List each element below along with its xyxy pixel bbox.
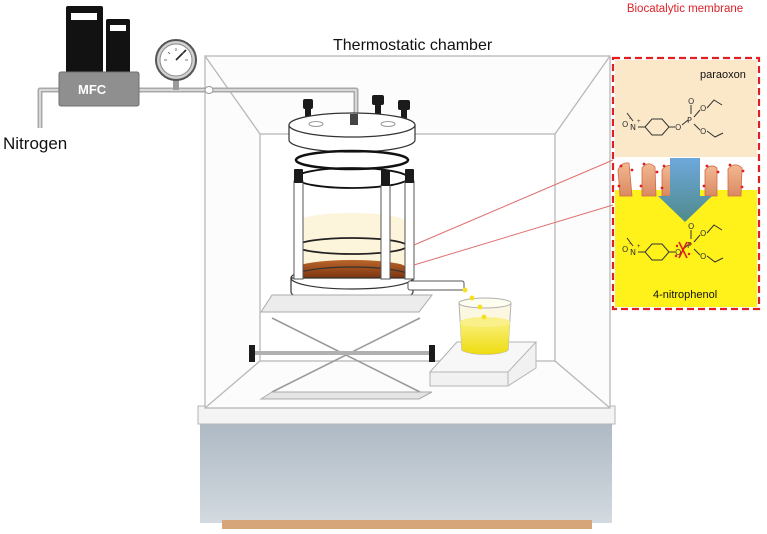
table-base bbox=[197, 405, 616, 529]
svg-text:-: - bbox=[629, 116, 631, 122]
pressure-gauge-icon bbox=[155, 39, 197, 90]
collection-beaker bbox=[428, 287, 538, 387]
nitrophenol-structure: O - N + O P O O O bbox=[622, 222, 724, 263]
svg-text:O: O bbox=[688, 97, 694, 106]
svg-text:N: N bbox=[630, 248, 636, 257]
svg-text:O: O bbox=[675, 248, 681, 257]
svg-text:O: O bbox=[700, 252, 706, 261]
svg-text:+: + bbox=[637, 244, 641, 250]
knob-icon bbox=[303, 95, 410, 120]
product-label: 4-nitrophenol bbox=[653, 289, 718, 301]
membrane-inset: O - N + O P O O O O - N + bbox=[611, 56, 761, 311]
svg-text:+: + bbox=[637, 119, 641, 125]
substrate-label: paraoxon bbox=[700, 69, 746, 81]
svg-text:O: O bbox=[700, 104, 706, 113]
paraoxon-structure: O - N + O P O O O bbox=[622, 97, 724, 138]
zoom-lines bbox=[413, 159, 614, 266]
svg-text:P: P bbox=[687, 241, 692, 250]
svg-text:P: P bbox=[687, 116, 692, 125]
lab-jack bbox=[249, 294, 435, 400]
flow-arrow-icon bbox=[658, 158, 712, 222]
mfc-label: MFC bbox=[78, 82, 107, 97]
svg-text:O: O bbox=[700, 229, 706, 238]
nitrogen-label: Nitrogen bbox=[3, 134, 68, 153]
membrane-label: Biocatalytic membrane bbox=[626, 3, 744, 15]
chamber-label: Thermostatic chamber bbox=[333, 37, 493, 54]
svg-text:O: O bbox=[700, 127, 706, 136]
svg-text:O: O bbox=[622, 245, 628, 254]
svg-text:-: - bbox=[629, 241, 631, 247]
svg-text:O: O bbox=[688, 222, 694, 231]
svg-text:O: O bbox=[622, 120, 628, 129]
mfc-device bbox=[58, 6, 140, 107]
chamber-inlet-port bbox=[204, 86, 214, 94]
svg-text:O: O bbox=[675, 123, 681, 132]
svg-text:N: N bbox=[630, 123, 636, 132]
